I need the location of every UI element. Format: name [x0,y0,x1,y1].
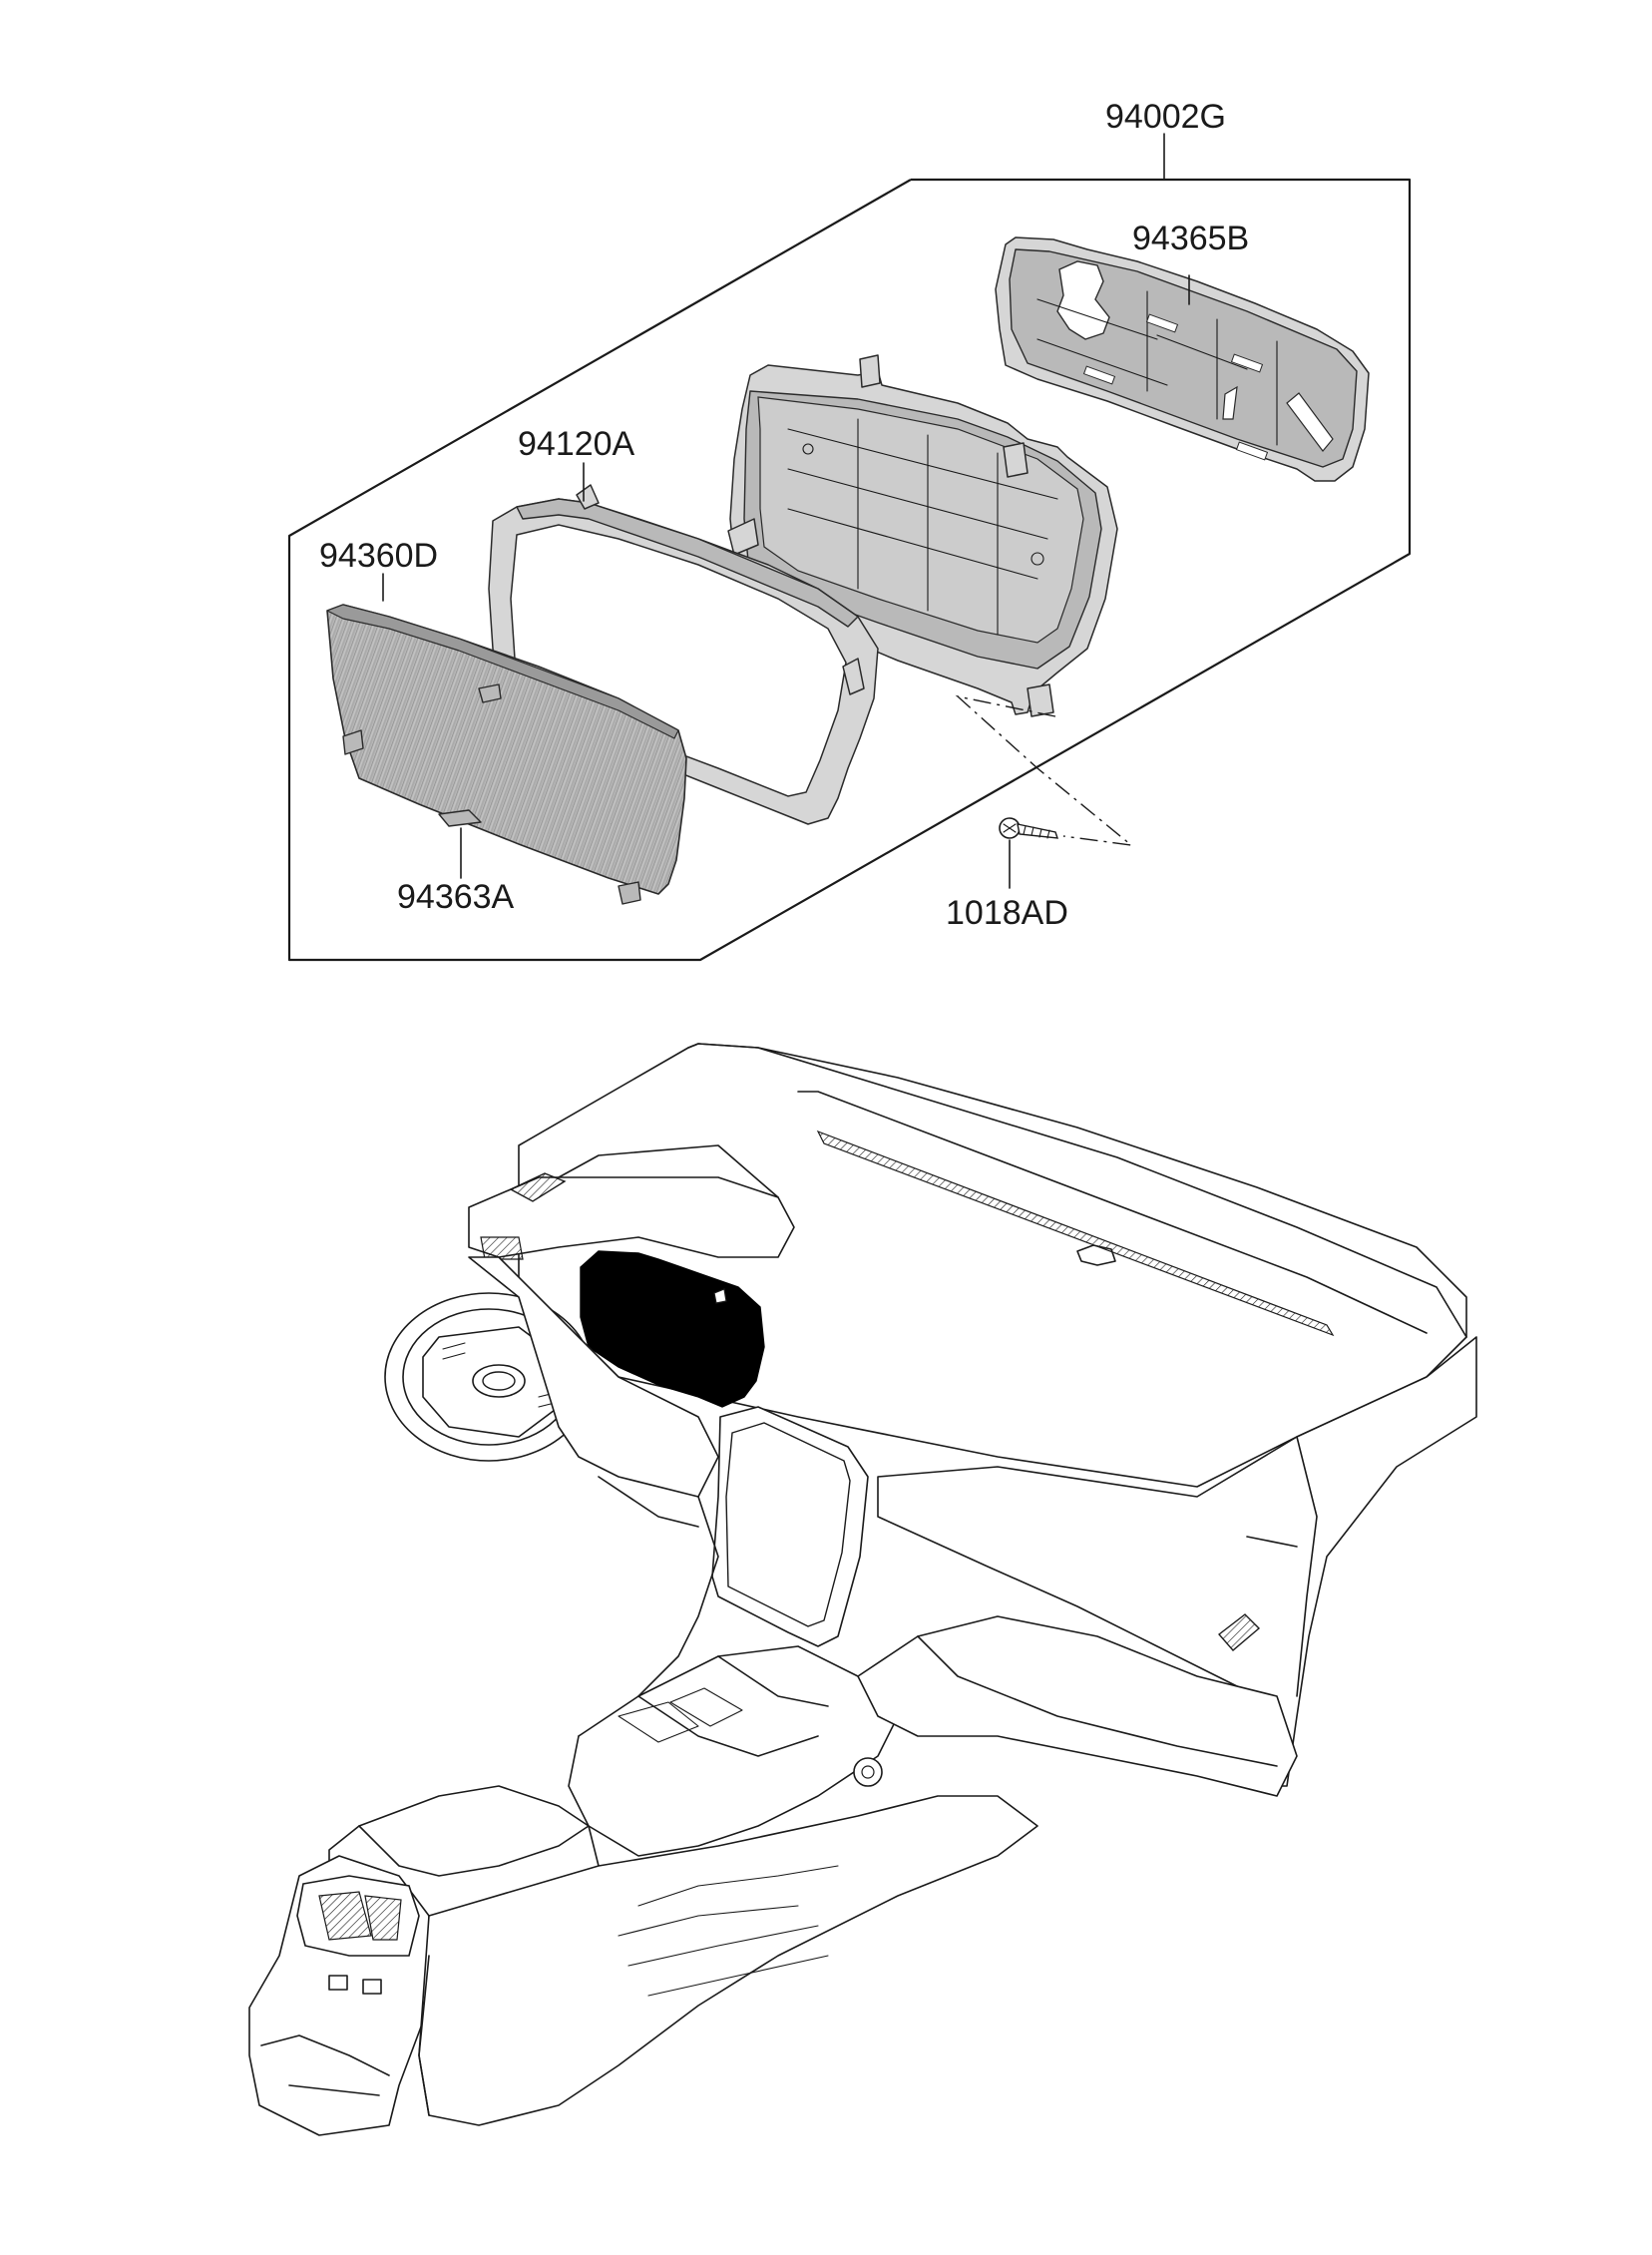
label-94120A: 94120A [518,425,635,463]
label-94360D: 94360D [319,537,438,575]
clip-part [438,809,482,879]
assembly-group-frame [287,133,1412,962]
label-94365B: 94365B [1132,220,1249,257]
screw-assembly-lines [955,694,1134,847]
label-94363A: 94363A [397,878,515,916]
label-1018AD: 1018AD [946,894,1068,932]
dashboard-locator-drawing [248,1043,1477,2136]
lens-part [326,573,687,905]
bezel-part [488,462,879,825]
cluster-highlight [580,1250,765,1408]
back-cover-part [995,236,1370,482]
label-94002G: 94002G [1105,98,1226,136]
screw-part [999,817,1059,889]
part-labels: 94002G 94365B 94120A 94360D 94363A 1018A… [319,98,1249,932]
